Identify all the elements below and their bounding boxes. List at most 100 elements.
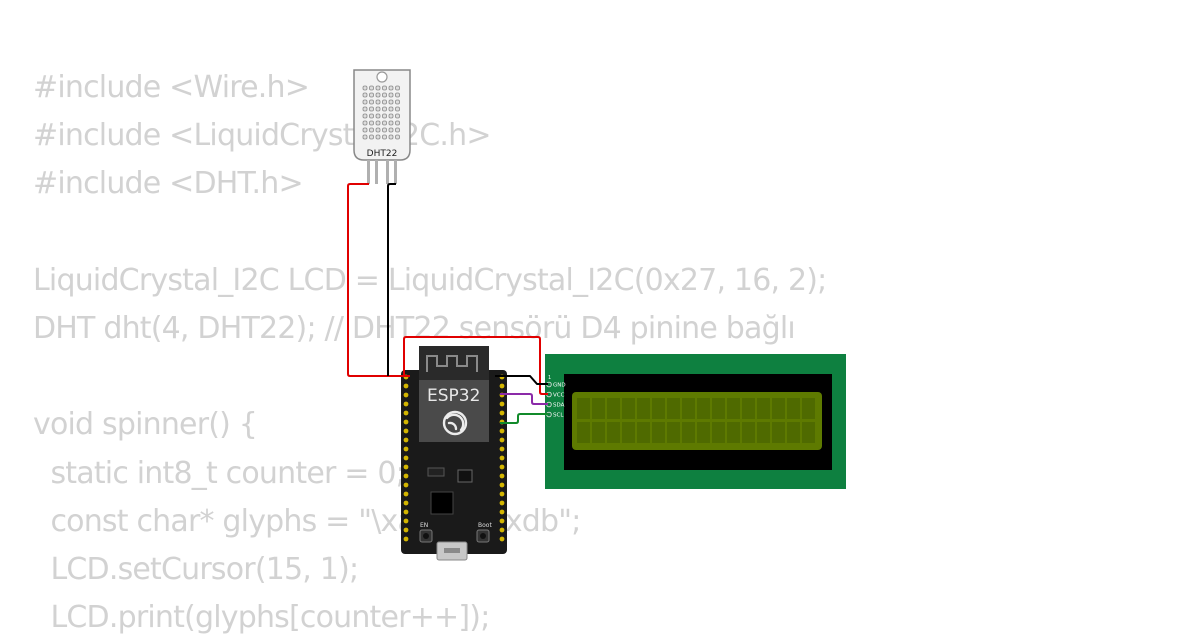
- lcd-cell: [652, 398, 665, 419]
- code-line: DHT dht(4, DHT22); // DHT22 sensörü D4 p…: [33, 310, 796, 346]
- esp32-pin-left: [403, 509, 409, 515]
- esp32-pin-right: [499, 491, 505, 497]
- esp32-pin-right: [499, 518, 505, 524]
- esp32-pin-left: [403, 392, 409, 398]
- espressif-logo-icon: [442, 410, 468, 436]
- lcd-cell: [592, 398, 605, 419]
- esp32-pin-right: [499, 383, 505, 389]
- esp32-pin-left: [403, 491, 409, 497]
- dht22-vent: [388, 120, 394, 126]
- esp32-pin-left: [403, 527, 409, 533]
- lcd1602-display[interactable]: 1 GND VCC SDA SCL: [545, 354, 846, 489]
- dht22-pin-4: [394, 160, 397, 184]
- esp32-pin-left: [403, 473, 409, 479]
- en-button-cap: [423, 533, 429, 539]
- dht22-vent: [362, 120, 368, 126]
- code-line: void spinner() {: [33, 407, 258, 443]
- esp32-pin-right: [499, 401, 505, 407]
- lcd-pin-gnd-label: GND: [553, 383, 566, 389]
- esp32-pin-right: [499, 428, 505, 434]
- boot-button-cap: [480, 533, 486, 539]
- dht22-vent: [395, 99, 400, 105]
- dht22-vent: [375, 92, 381, 98]
- esp32-pin-left: [403, 518, 409, 524]
- dht22-vent: [369, 127, 374, 133]
- esp32-pin-right: [499, 482, 505, 488]
- dht22-vent: [369, 92, 374, 98]
- wire-dht-gnd[interactable]: [387, 183, 396, 376]
- esp32-pin-left: [403, 401, 409, 407]
- code-line: static int8_t counter = 0;: [33, 455, 405, 491]
- dht22-vent: [382, 127, 387, 133]
- dht22-vent: [388, 85, 394, 91]
- wire-lcd-sda[interactable]: [500, 393, 548, 405]
- dht22-vent: [388, 134, 394, 140]
- dht22-vent: [395, 127, 400, 133]
- esp32-pin-left: [403, 383, 409, 389]
- lcd-pin1-marker: 1: [548, 375, 551, 381]
- dht22-vent: [388, 106, 394, 112]
- dht22-vent: [382, 106, 387, 112]
- esp32-chip: [457, 469, 473, 483]
- lcd-cell: [697, 422, 710, 443]
- esp32-board[interactable]: ESP32 Boot EN: [401, 346, 507, 561]
- lcd-cell: [742, 398, 755, 419]
- esp32-pin-right: [499, 500, 505, 506]
- dht22-vent: [362, 106, 368, 112]
- dht22-sensor[interactable]: DHT22: [353, 69, 411, 184]
- antenna-trace: [426, 355, 478, 372]
- dht22-vent: [369, 134, 374, 140]
- lcd-cell: [772, 398, 785, 419]
- dht22-vent: [369, 99, 374, 105]
- lcd-cell: [682, 422, 695, 443]
- lcd-cell: [712, 398, 725, 419]
- dht22-vent: [388, 113, 394, 119]
- lcd-cell: [772, 422, 785, 443]
- lcd-pin-sda-label: SDA: [553, 403, 565, 409]
- dht22-vent: [395, 134, 400, 140]
- dht22-pin-3: [386, 160, 389, 184]
- lcd-cell: [667, 398, 680, 419]
- lcd-cell: [697, 398, 710, 419]
- lcd-cell: [637, 398, 650, 419]
- wire-lcd-scl[interactable]: [500, 413, 548, 424]
- dht22-vent: [388, 99, 394, 105]
- dht22-vent: [395, 92, 400, 98]
- lcd-cell: [607, 422, 620, 443]
- esp32-pin-left: [403, 428, 409, 434]
- esp32-label: ESP32: [427, 386, 480, 406]
- dht22-vent: [375, 99, 381, 105]
- lcd-cell: [637, 422, 650, 443]
- lcd-cell: [742, 422, 755, 443]
- code-line: #include <DHT.h>: [33, 166, 304, 202]
- dht22-vent: [382, 92, 387, 98]
- wire-dht-vcc[interactable]: [347, 183, 410, 377]
- dht22-vent: [375, 106, 381, 112]
- dht22-vent: [382, 85, 387, 91]
- lcd-cell: [577, 422, 590, 443]
- dht22-vent: [375, 127, 381, 133]
- lcd-cell: [802, 422, 815, 443]
- esp32-pin-right: [499, 509, 505, 515]
- lcd-cell: [787, 398, 800, 419]
- wires: [347, 183, 548, 424]
- code-editor-background: #include <Wire.h>#include <LiquidCrystal…: [33, 64, 827, 642]
- wire-lcd-vcc[interactable]: [403, 336, 548, 395]
- lcd-cell: [667, 422, 680, 443]
- dht22-vent: [375, 85, 381, 91]
- esp32-pin-left: [403, 500, 409, 506]
- esp32-pin-right: [499, 473, 505, 479]
- en-button-label: EN: [420, 522, 428, 529]
- code-line: #include <LiquidCrystal_I2C.h>: [33, 118, 492, 154]
- code-line: LiquidCrystal_I2C LCD = LiquidCrystal_I2…: [33, 262, 827, 298]
- dht22-vent: [395, 85, 400, 91]
- wire-lcd-gnd[interactable]: [495, 375, 548, 385]
- dht22-vent: [375, 134, 381, 140]
- dht22-vent: [395, 113, 400, 119]
- esp32-pin-right: [499, 446, 505, 452]
- dht22-vent: [362, 127, 368, 133]
- esp32-pin-left: [403, 419, 409, 425]
- lcd-cell: [622, 398, 635, 419]
- dht22-vent: [369, 120, 374, 126]
